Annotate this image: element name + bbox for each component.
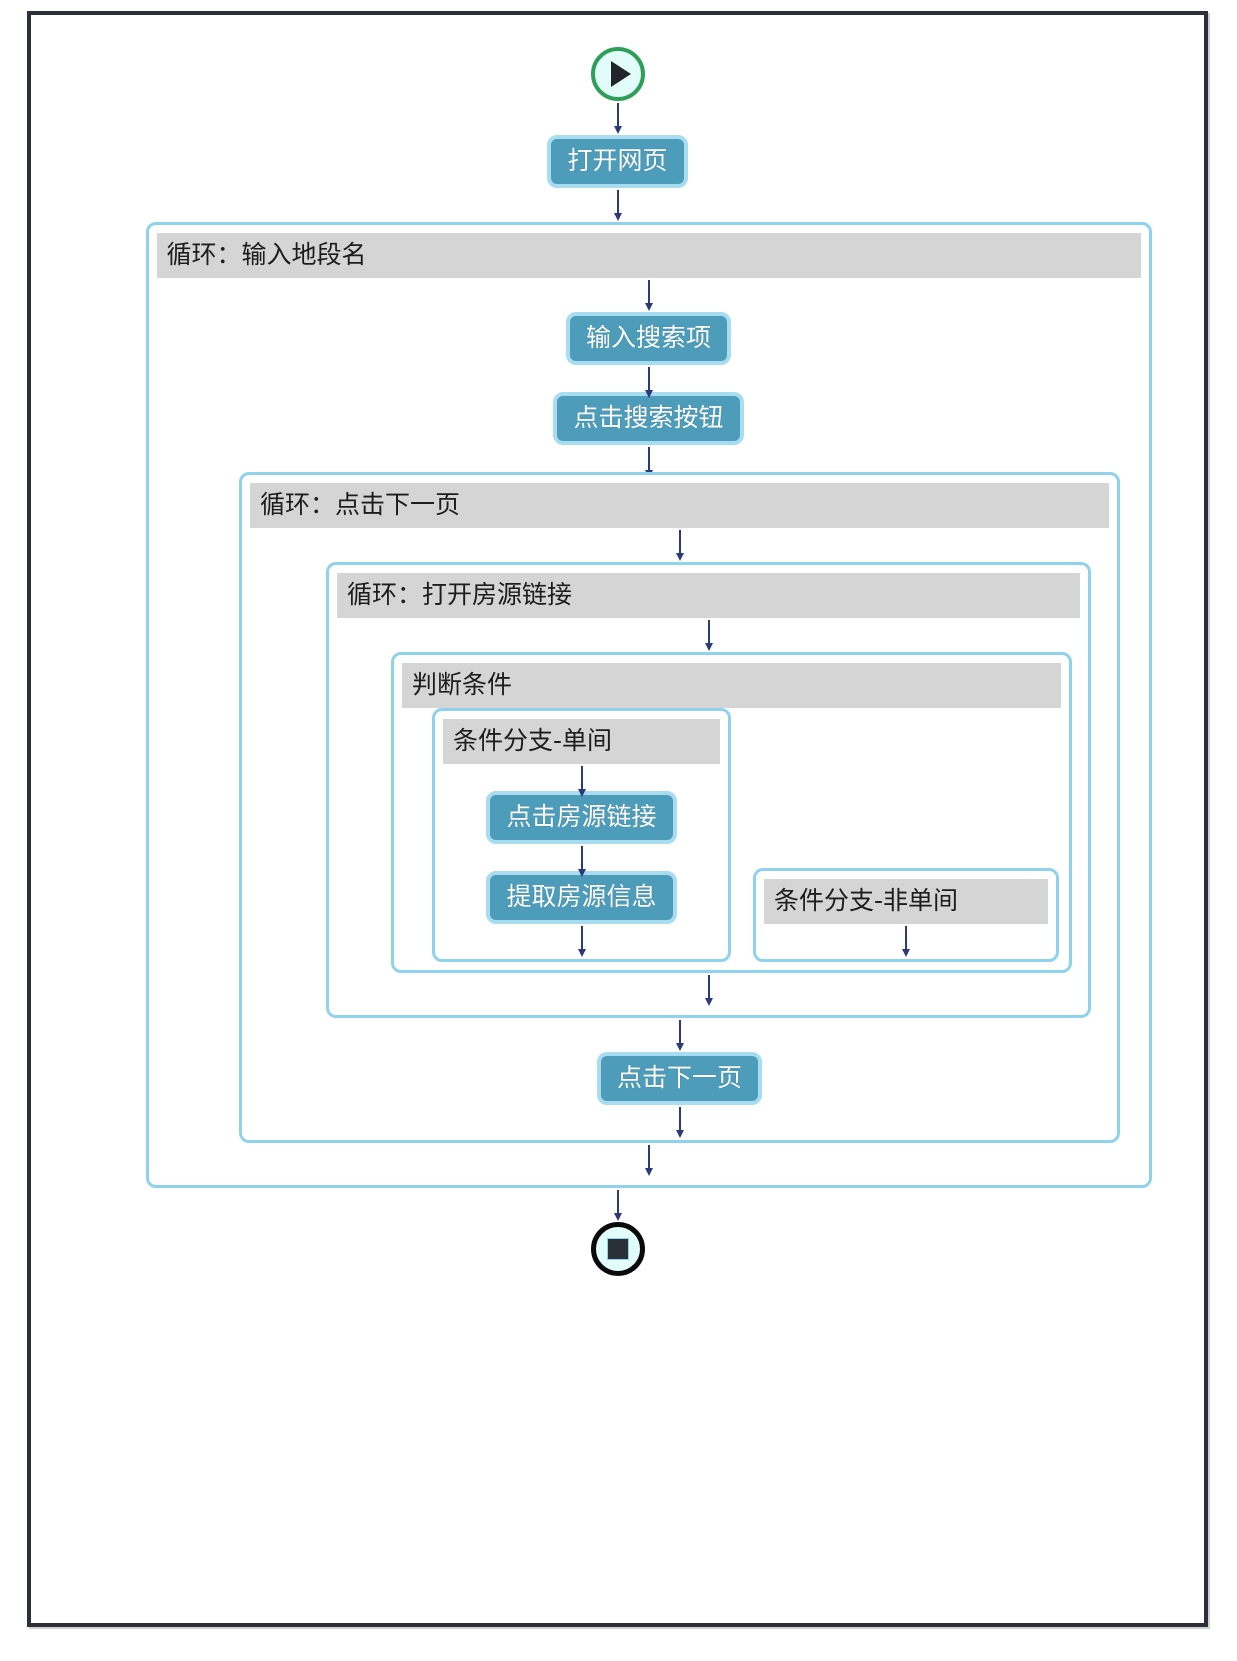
connector-arrow-icon [576, 764, 588, 797]
stop-square-icon [606, 1238, 629, 1260]
flowchart-root: 打开网页 循环：输入地段名 输入搜索项 点击搜索按钮 循环：点击下一页 [31, 15, 1204, 1623]
loop-next-page-title: 循环：点击下一页 [250, 483, 1109, 528]
loop-next-page-block[interactable]: 循环：点击下一页 循环：打开房源链接 判断条件 [239, 472, 1120, 1143]
step-click-listing-link[interactable]: 点击房源链接 [486, 791, 677, 844]
step-input-search-term[interactable]: 输入搜索项 [565, 312, 731, 365]
connector-arrow-icon [612, 1188, 624, 1222]
condition-judge-block[interactable]: 判断条件 条件分支-单间 点击房源链接 [391, 652, 1072, 973]
connector-arrow-icon [576, 844, 588, 877]
connector-arrow-icon [643, 445, 655, 478]
condition-branch-row: 条件分支-单间 点击房源链接 提取房源信息 [402, 708, 1061, 962]
branch-single-room-inner: 条件分支-单间 点击房源链接 提取房源信息 [443, 719, 720, 957]
step-open-page[interactable]: 打开网页 [547, 135, 688, 188]
connector-arrow-icon [703, 618, 715, 652]
connector-arrow-icon [612, 101, 624, 135]
loop-open-listing-block[interactable]: 循环：打开房源链接 判断条件 [326, 562, 1091, 1018]
connector-arrow-icon [900, 924, 912, 957]
flowchart-canvas: 打开网页 循环：输入地段名 输入搜索项 点击搜索按钮 循环：点击下一页 [27, 11, 1208, 1627]
branch-single-room-block[interactable]: 条件分支-单间 点击房源链接 提取房源信息 [432, 708, 731, 962]
loop-open-listing-body: 判断条件 条件分支-单间 点击房源链接 [337, 618, 1080, 1007]
end-node[interactable] [590, 1222, 645, 1276]
branch-non-single-room-inner: 条件分支-非单间 [764, 879, 1048, 957]
step-extract-listing-info[interactable]: 提取房源信息 [486, 871, 677, 924]
loop-open-listing-title: 循环：打开房源链接 [337, 573, 1080, 618]
branch-single-room-title: 条件分支-单间 [443, 719, 720, 764]
loop-district-title: 循环：输入地段名 [156, 233, 1141, 278]
connector-arrow-icon [643, 365, 655, 398]
connector-arrow-icon [612, 188, 624, 222]
step-click-next-page[interactable]: 点击下一页 [596, 1052, 762, 1105]
connector-arrow-icon [703, 973, 715, 1007]
connector-arrow-icon [643, 278, 655, 312]
loop-next-page-body: 循环：打开房源链接 判断条件 [250, 528, 1109, 1138]
connector-arrow-icon [674, 1105, 686, 1138]
loop-district-body: 输入搜索项 点击搜索按钮 循环：点击下一页 循环：打开房源链接 [157, 278, 1141, 1177]
start-node[interactable] [590, 47, 645, 101]
play-triangle-icon [610, 61, 631, 87]
connector-arrow-icon [576, 924, 588, 957]
branch-non-single-room-title: 条件分支-非单间 [764, 879, 1048, 924]
step-click-search-button[interactable]: 点击搜索按钮 [553, 392, 744, 445]
branch-non-single-room-block[interactable]: 条件分支-非单间 [753, 868, 1059, 962]
connector-arrow-icon [643, 1143, 655, 1177]
connector-arrow-icon [674, 1018, 686, 1052]
loop-district-block[interactable]: 循环：输入地段名 输入搜索项 点击搜索按钮 循环：点击下一页 循环：打开房源链接 [145, 222, 1152, 1188]
connector-arrow-icon [674, 528, 686, 562]
condition-judge-title: 判断条件 [402, 663, 1061, 708]
